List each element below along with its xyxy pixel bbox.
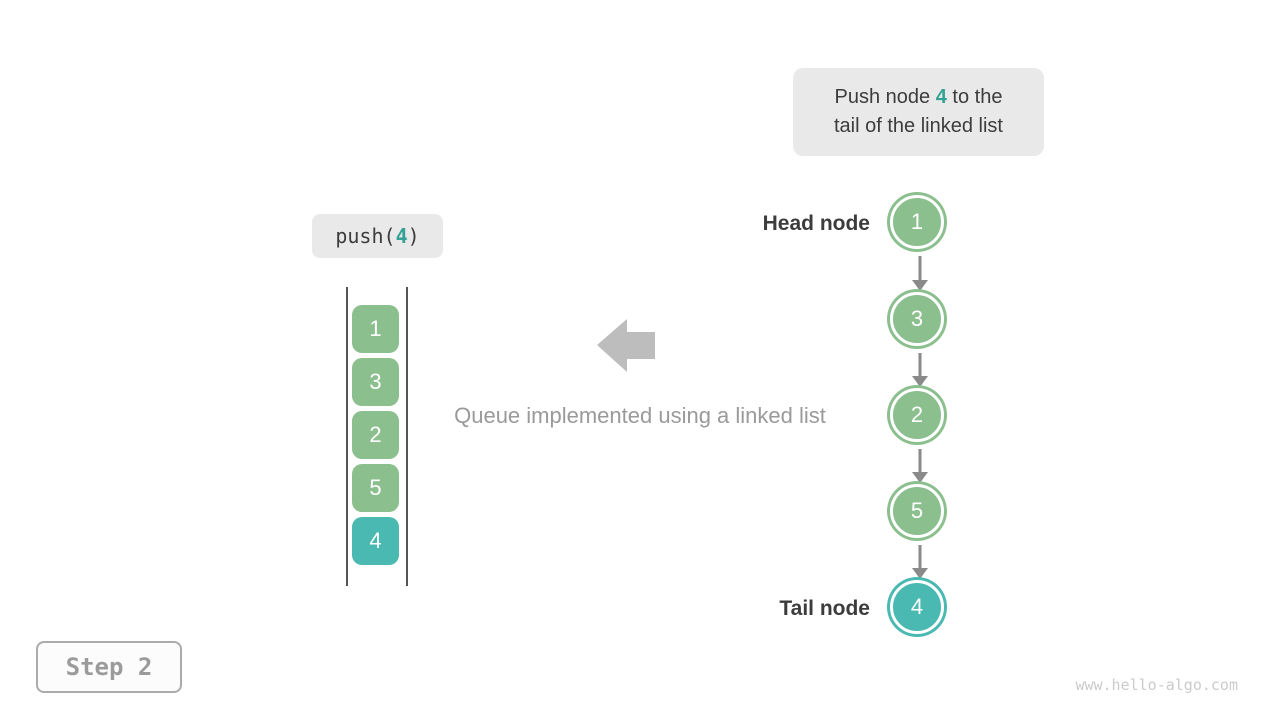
linked-list-node: 3 <box>890 292 944 346</box>
down-arrow-icon <box>912 256 928 291</box>
queue-item: 1 <box>352 305 399 353</box>
step-label: Step 2 <box>65 653 153 681</box>
queue-item: 3 <box>352 358 399 406</box>
down-arrow-icon <box>912 545 928 579</box>
operation-value: 4 <box>395 224 408 248</box>
tail-node-label: Tail node <box>779 597 870 620</box>
down-arrow-icon <box>912 449 928 483</box>
callout-value: 4 <box>935 86 947 108</box>
linked-list-node: 5 <box>890 484 944 538</box>
linked-list-node: 2 <box>890 388 944 442</box>
callout-push-node: Push node 4 to the tail of the linked li… <box>793 68 1044 156</box>
queue-item-pushed: 4 <box>352 517 399 565</box>
linked-list-node-tail: 4 <box>890 580 944 634</box>
queue-item: 5 <box>352 464 399 512</box>
queue-item: 2 <box>352 411 399 459</box>
callout-text-suffix: to the <box>946 86 1003 108</box>
operation-suffix: ) <box>407 224 420 248</box>
operation-prefix: push( <box>335 224 396 248</box>
operation-label: push(4) <box>312 214 443 258</box>
watermark: www.hello-algo.com <box>1075 676 1238 694</box>
linked-list-node: 1 <box>890 195 944 249</box>
callout-line-1: Push node 4 to the <box>793 83 1044 112</box>
callout-text-prefix: Push node <box>834 86 936 108</box>
down-arrow-icon <box>912 353 928 387</box>
head-node-label: Head node <box>762 212 870 235</box>
queue-wall-right <box>406 287 408 586</box>
queue-wall-left <box>346 287 348 586</box>
caption: Queue implemented using a linked list <box>454 403 826 428</box>
left-block-arrow-icon <box>597 319 655 372</box>
callout-line-2: tail of the linked list <box>834 115 1003 137</box>
step-badge: Step 2 <box>36 641 182 693</box>
